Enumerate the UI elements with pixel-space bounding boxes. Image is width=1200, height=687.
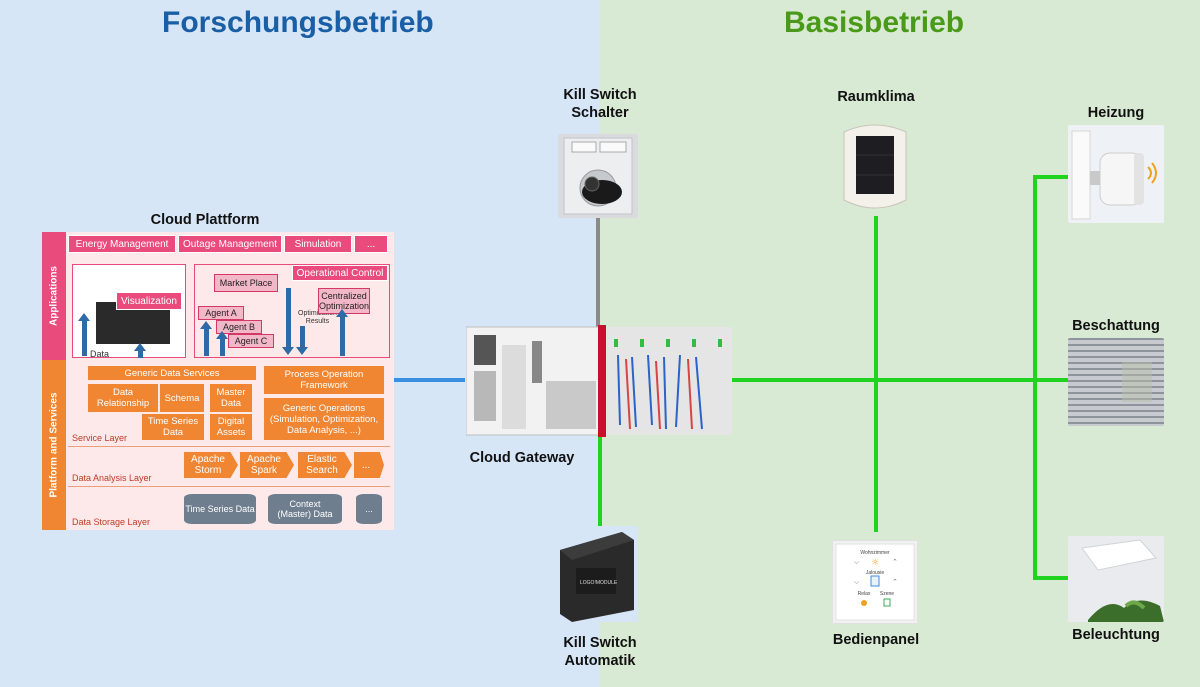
panel-blinds-text: Jalousie — [866, 570, 885, 576]
key-switch-image — [558, 134, 638, 218]
applications-side-label: Applications — [48, 265, 60, 327]
logo-module-image: LOGO!MODULE — [552, 526, 638, 622]
agent-c-box: Agent C — [228, 334, 274, 348]
heizung-label: Heizung — [1087, 105, 1145, 121]
cloud-gateway-label: Cloud Gateway — [469, 450, 575, 466]
control-panel-image[interactable]: Wohnzimmer ⌵ ☼ ⌃ Jalousie ⌵ ⌃ Relax Szen… — [832, 540, 918, 624]
platform-side-label: Platform and Services — [48, 392, 60, 498]
storage-time-series: Time Series Data — [184, 494, 256, 524]
time-series-data-box: Time Series Data — [142, 414, 204, 440]
operational-control-frame — [194, 264, 390, 358]
process-operation-framework: Process Operation Framework — [264, 366, 384, 394]
analysis-apache-storm: Apache Storm — [184, 452, 238, 478]
platform-side: Platform and Services — [42, 360, 66, 530]
panel-scene-text: Szene — [880, 591, 894, 597]
data-storage-layer-label: Data Storage Layer — [72, 517, 151, 527]
cloud-gateway-image[interactable] — [466, 325, 732, 437]
up-arrow — [336, 309, 348, 356]
layer-divider — [68, 486, 390, 487]
cloud-link-line — [393, 378, 465, 382]
room-climate-sensor-image — [836, 118, 914, 216]
research-zone-title: Forschungsbetrieb — [162, 6, 434, 39]
generic-data-services: Generic Data Services — [88, 366, 256, 380]
app-box: Energy Management — [68, 235, 176, 253]
schema-box: Schema — [160, 384, 204, 412]
analysis-elastic-search: Elastic Search — [298, 452, 352, 478]
agent-a-box: Agent A — [198, 306, 244, 320]
raumklima-panel-line — [874, 216, 878, 532]
data-analysis-layer-label: Data Analysis Layer — [72, 473, 152, 483]
applications-side: Applications — [42, 232, 66, 360]
visualization-box: Visualization — [116, 292, 182, 310]
app-box: Simulation — [284, 235, 352, 253]
digital-assets-box: Digital Assets — [210, 414, 252, 440]
master-data-box: Master Data — [210, 384, 252, 412]
heating-valve-image — [1068, 125, 1164, 223]
up-arrow — [200, 321, 212, 356]
app-box: Outage Management — [178, 235, 282, 253]
analysis-apache-spark: Apache Spark — [240, 452, 294, 478]
up-arrow — [216, 331, 228, 356]
service-layer-label: Service Layer — [72, 433, 128, 443]
bus-line-horizontal — [730, 378, 1070, 382]
base-zone-title: Basisbetrieb — [784, 6, 965, 39]
down-arrow — [282, 288, 294, 355]
kill-switch-top-line — [596, 215, 600, 327]
beschattung-label: Beschattung — [1072, 318, 1160, 334]
right-trunk-line — [1033, 175, 1037, 580]
kill-switch-bottom-label: Kill Switch Automatik — [563, 635, 637, 669]
svg-text:⌃: ⌃ — [892, 578, 898, 586]
kill-switch-bottom-line — [598, 436, 602, 528]
optimization-results-text: Optimization Results — [298, 310, 337, 325]
svg-text:⌵: ⌵ — [854, 579, 860, 586]
operational-control-title: Operational Control — [292, 265, 388, 281]
heizung-branch — [1033, 175, 1071, 179]
market-place-box: Market Place — [214, 274, 278, 292]
storage-context-master: Context (Master) Data — [268, 494, 342, 524]
svg-text:⌃: ⌃ — [892, 558, 898, 566]
down-arrow — [296, 326, 308, 355]
agent-b-box: Agent B — [216, 320, 262, 334]
svg-text:⌵: ⌵ — [854, 559, 860, 566]
data-relationship-box: Data Relationship — [88, 384, 158, 412]
logo-module-text: LOGO!MODULE — [580, 580, 618, 586]
kill-switch-top-label: Kill Switch Schalter — [563, 87, 637, 121]
up-arrow — [78, 313, 90, 356]
up-arrow — [134, 343, 146, 358]
panel-room-text: Wohnzimmer — [860, 550, 890, 556]
cloud-platform-label: Cloud Plattform — [150, 212, 260, 228]
layer-divider — [68, 446, 390, 447]
cloud-platform-diagram: Applications Platform and Services Energ… — [42, 232, 394, 530]
raumklima-label: Raumklima — [837, 89, 915, 105]
generic-operations: Generic Operations (Simulation, Optimiza… — [264, 398, 384, 440]
app-box: ... — [354, 235, 388, 253]
beleuchtung-label: Beleuchtung — [1072, 627, 1160, 643]
svg-text:☼: ☼ — [871, 558, 879, 568]
blinds-image — [1068, 338, 1164, 426]
panel-relax-text: Relax — [858, 591, 871, 597]
analysis-more: ... — [354, 452, 384, 478]
storage-more: ... — [356, 494, 382, 524]
ceiling-light-image — [1068, 536, 1164, 622]
data-caption: Data — [90, 349, 110, 359]
beleuchtung-branch — [1033, 576, 1071, 580]
bedienpanel-label: Bedienpanel — [832, 632, 920, 648]
